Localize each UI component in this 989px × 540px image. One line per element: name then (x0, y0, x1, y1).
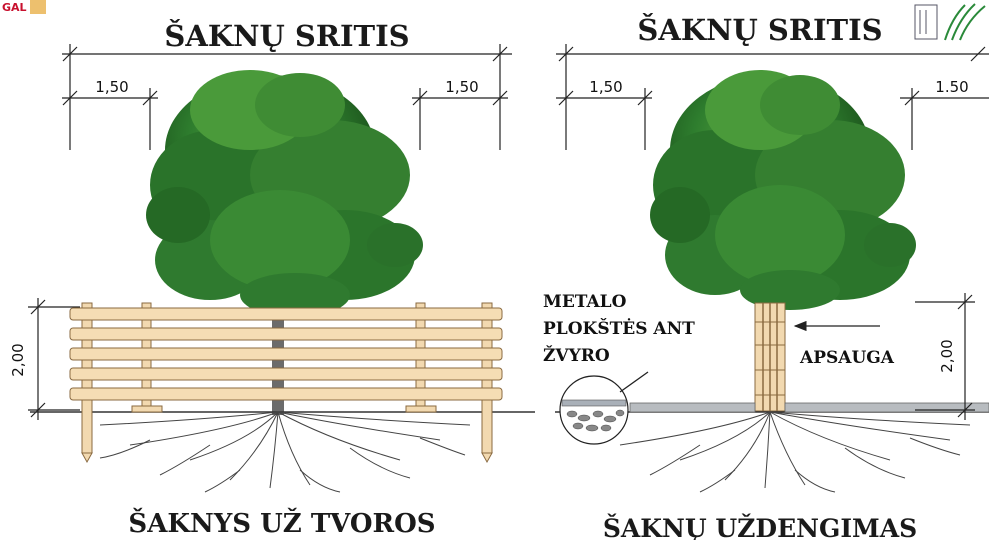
right-root-zone-dimension (556, 44, 989, 150)
callout-line-3: ŽVYRO (543, 345, 610, 366)
left-offset-dimension-right: 1,50 (412, 78, 508, 150)
gravel-callout-arrow (619, 371, 649, 393)
right-offset-dimension-left: 1,50 (556, 78, 653, 150)
right-dim-height-value: 2,00 (938, 339, 956, 372)
right-dim-left-value: 1,50 (589, 78, 622, 96)
right-panel: ŠAKNŲ SRITIS 1,50 1.50 (543, 12, 989, 540)
left-tree (146, 70, 423, 415)
right-height-dimension: 2,00 (915, 293, 975, 420)
left-dim-right-value: 1,50 (445, 78, 478, 96)
left-roots (99, 411, 471, 493)
metal-plate-right (784, 402, 989, 413)
left-root-zone-dimension (62, 44, 512, 150)
left-panel-caption: ŠAKNYS UŽ TVOROS (128, 507, 435, 539)
right-panel-title: ŠAKNŲ SRITIS (637, 12, 882, 47)
callout-line-2: PLOKŠTĖS ANT (543, 318, 695, 339)
pavilion-logo-icon (914, 3, 986, 41)
logo-text: GAL (2, 1, 27, 14)
left-offset-dimension-left: 1,50 (62, 78, 158, 150)
left-dim-height-value: 2,00 (9, 343, 27, 376)
right-dim-right-value: 1.50 (935, 78, 968, 96)
right-panel-caption: ŠAKNŲ UŽDENGIMAS (603, 514, 917, 540)
gravel-detail-circle (559, 371, 649, 445)
left-panel-title: ŠAKNŲ SRITIS (164, 18, 409, 53)
metal-plate-left (629, 402, 756, 413)
left-panel: ŠAKNŲ SRITIS 1,50 1,50 (9, 18, 535, 539)
left-height-dimension: 2,00 (9, 298, 80, 420)
right-roots (619, 411, 971, 493)
left-logo: GAL (0, 0, 48, 14)
callout-line-1: METALO (543, 292, 627, 312)
wooden-fence (69, 302, 503, 464)
protection-label: APSAUGA (799, 348, 895, 368)
left-dim-left-value: 1,50 (95, 78, 128, 96)
trunk-protection-boards (754, 302, 786, 412)
right-tree (650, 70, 916, 412)
right-offset-dimension-right: 1.50 (900, 78, 989, 150)
